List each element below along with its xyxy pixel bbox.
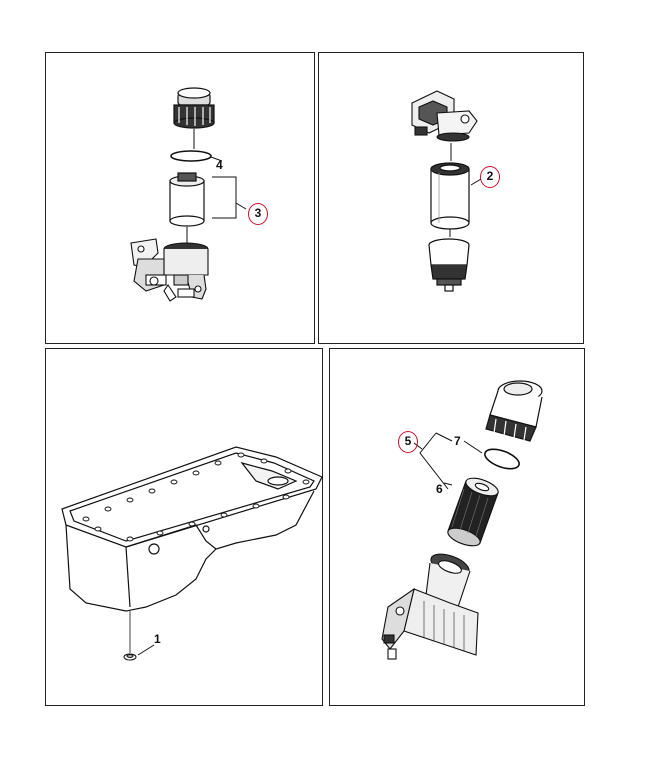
panel-bottom-right: 5 7 6	[329, 348, 585, 706]
callout-2-circled: 2	[480, 166, 500, 188]
o-ring-icon	[170, 150, 212, 162]
top-right-illustration	[411, 90, 482, 292]
filter-housing-icon	[130, 238, 209, 302]
bottom-left-illustration	[61, 446, 323, 661]
filter-element-icon	[169, 172, 205, 227]
o-ring-icon	[484, 448, 520, 470]
panel-bottom-left: 1	[45, 348, 323, 706]
panel-top-right: 2	[318, 52, 584, 344]
oil-filter-element-icon	[447, 477, 499, 547]
panel-top-left: 4 3	[45, 52, 315, 344]
filter-cap-icon	[173, 87, 215, 129]
callout-5-circled: 5	[398, 431, 418, 453]
top-left-illustration	[130, 87, 247, 302]
oil-cooler-housing-icon	[381, 553, 479, 660]
bottom-right-illustration	[381, 380, 543, 660]
callout-1: 1	[154, 632, 161, 646]
oil-pan-icon	[61, 446, 323, 612]
spin-on-filter-icon	[430, 162, 470, 230]
oil-filter-cap-icon	[485, 380, 543, 442]
drain-plug-icon	[123, 611, 137, 661]
mounting-bracket-icon	[411, 90, 478, 142]
callout-7: 7	[454, 434, 461, 448]
callout-3-circled: 3	[248, 203, 268, 225]
water-separator-bowl-icon	[428, 238, 470, 292]
callout-6: 6	[436, 482, 443, 496]
callout-4: 4	[216, 158, 223, 172]
